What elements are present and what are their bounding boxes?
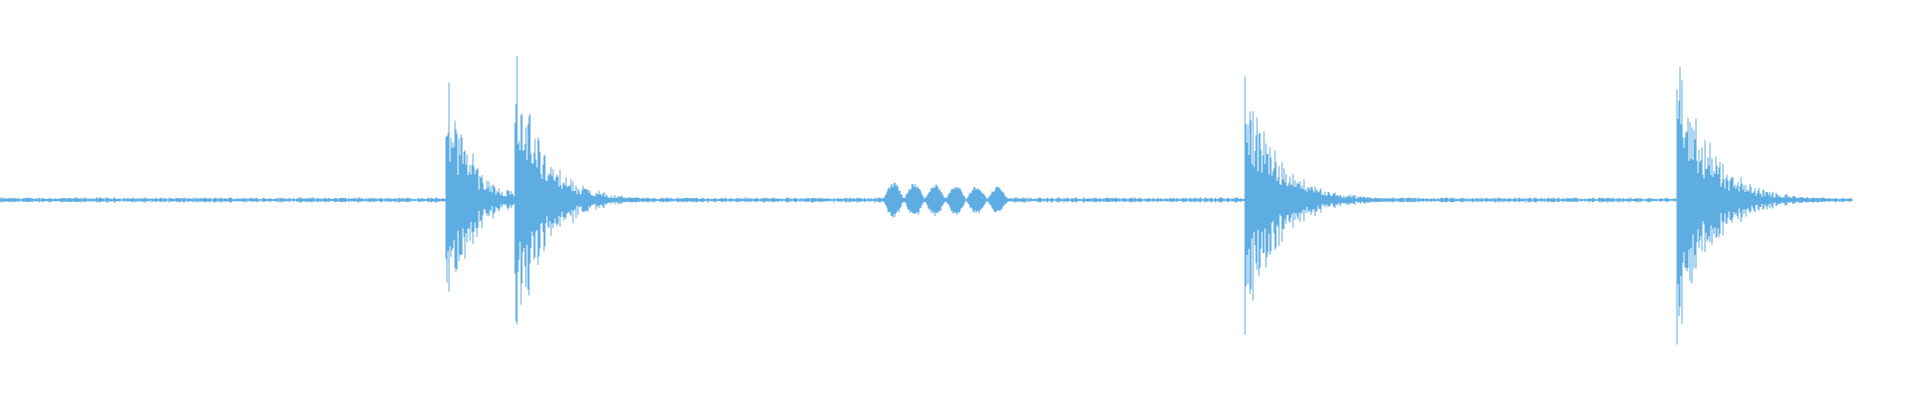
waveform-path xyxy=(0,56,1853,345)
waveform-samples xyxy=(0,56,1853,345)
